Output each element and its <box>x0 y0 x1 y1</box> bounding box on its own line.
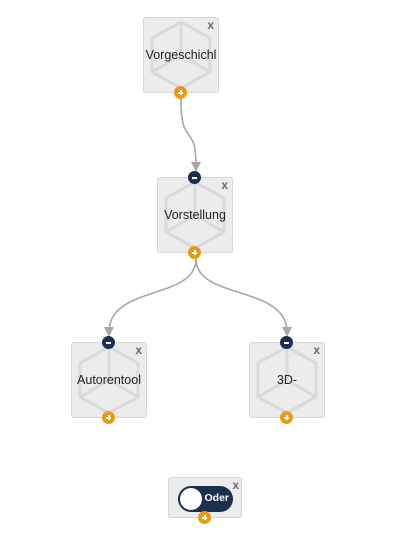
toggle-label: Oder <box>204 492 229 504</box>
close-icon[interactable]: x <box>232 478 239 492</box>
add-output-port[interactable] <box>280 411 293 424</box>
input-port[interactable] <box>280 336 293 349</box>
close-icon[interactable]: x <box>207 18 214 32</box>
connection-vorgeschichte-vorstellung <box>180 98 201 172</box>
node-label: 3D- <box>276 373 298 387</box>
toggle-knob <box>180 488 202 510</box>
oder-node[interactable]: Oder x <box>168 477 242 524</box>
node-vorstellung[interactable]: x Vorstellung <box>157 171 233 259</box>
add-output-port[interactable] <box>188 246 201 259</box>
close-icon[interactable]: x <box>135 343 142 357</box>
node-vorgeschichte[interactable]: x Vorgeschichl <box>143 17 219 99</box>
input-port[interactable] <box>188 171 201 184</box>
node-label: Vorstellung <box>164 208 226 222</box>
close-icon[interactable]: x <box>221 178 228 192</box>
close-icon[interactable]: x <box>313 343 320 357</box>
connection-vorstellung-autorentool <box>104 258 197 337</box>
oder-toggle[interactable]: Oder <box>178 486 233 512</box>
connection-vorstellung-3d <box>195 258 292 337</box>
node-label: Autorentool <box>77 373 141 387</box>
node-3d[interactable]: x 3D- <box>249 336 325 424</box>
node-autorentool[interactable]: x Autorentool <box>71 336 147 424</box>
node-label: Vorgeschichl <box>145 48 217 62</box>
add-output-port[interactable] <box>198 511 211 524</box>
add-output-port[interactable] <box>102 411 115 424</box>
add-output-port[interactable] <box>174 86 187 99</box>
input-port[interactable] <box>102 336 115 349</box>
